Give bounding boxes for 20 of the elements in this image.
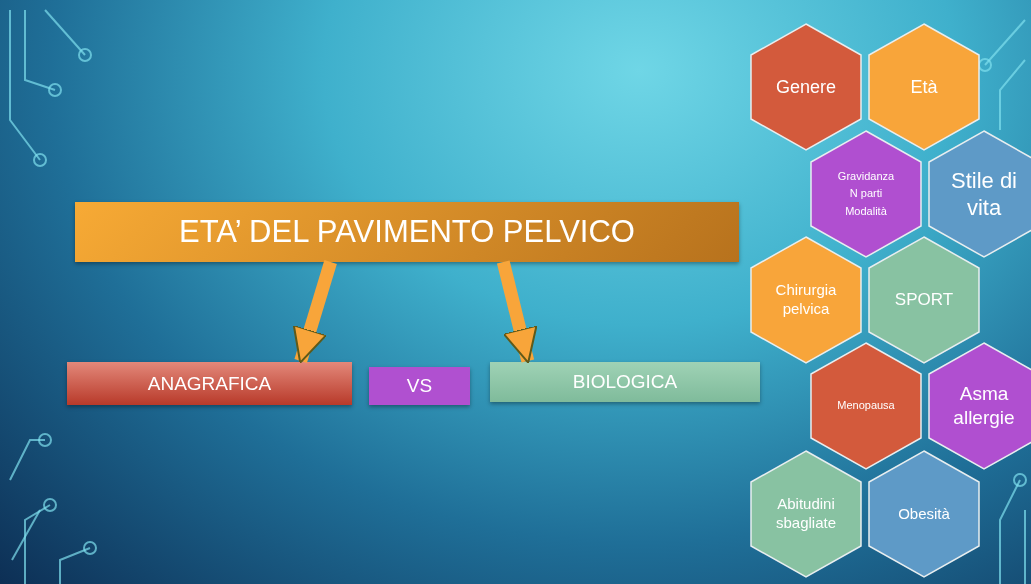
hexagon-label: Asma allergie (952, 382, 1016, 430)
hexagon-label: Genere (775, 75, 836, 99)
hexagon-label: Menopausa (837, 398, 895, 414)
box-label: VS (406, 375, 433, 397)
hexagon-label: Gravidanza N parti Modalità (836, 168, 896, 219)
hexagon-label: Chirurgia pelvica (774, 281, 838, 319)
hexagon-label: SPORT (894, 289, 954, 311)
hexagon-label: Abitudini sbagliate (774, 495, 837, 533)
box-label: BIOLOGICA (572, 371, 678, 393)
block-arrow (292, 260, 337, 364)
hexagon-label: Età (910, 75, 938, 99)
block-arrow (496, 260, 538, 364)
title-text: ETA’ DEL PAVIMENTO PELVICO (179, 214, 635, 250)
category-box (490, 362, 760, 402)
vs-box (369, 367, 470, 405)
category-box (67, 362, 352, 405)
hexagon-label: Obesità (898, 504, 950, 524)
hexagon-label: Stile di vita (949, 166, 1018, 222)
box-label: ANAGRAFICA (147, 372, 272, 395)
title-banner (75, 202, 739, 262)
